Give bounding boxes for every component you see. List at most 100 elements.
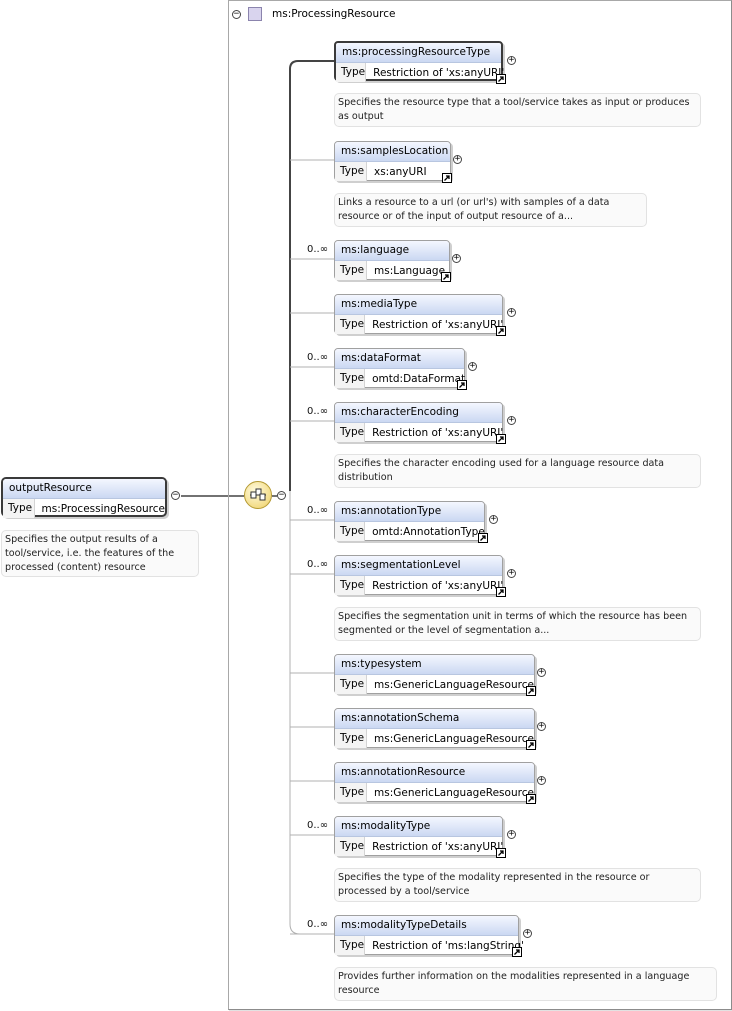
element-name: ms:annotationType: [335, 502, 484, 522]
type-label: Type: [3, 499, 35, 518]
type-label: Type: [335, 936, 366, 955]
expand-icon[interactable]: [507, 569, 516, 578]
sequence-compositor-icon[interactable]: [244, 481, 272, 509]
element-name: ms:characterEncoding: [335, 403, 502, 423]
collapse-sequence-icon[interactable]: [277, 491, 286, 500]
expand-icon[interactable]: [537, 776, 546, 785]
element-name: ms:samplesLocation: [335, 142, 450, 162]
element-type: Type Restriction of 'xs:anyURI': [335, 315, 504, 334]
type-value: omtd:DataFormat: [372, 372, 466, 385]
root-doc: Specifies the output results of a tool/s…: [1, 530, 199, 577]
type-value: Restriction of 'xs:anyURI': [372, 318, 504, 331]
element-doc: Provides further information on the moda…: [334, 967, 717, 1001]
expand-icon[interactable]: [489, 515, 498, 524]
element-name: ms:dataFormat: [335, 349, 464, 369]
multiplicity: 0..∞: [307, 559, 329, 570]
group-header: ms:ProcessingResource: [232, 7, 395, 21]
element-box[interactable]: ms:annotationSchema Type ms:GenericLangua…: [334, 708, 535, 748]
arrow-link-icon[interactable]: [496, 326, 506, 336]
expand-icon[interactable]: [523, 929, 532, 938]
element-box[interactable]: ms:dataFormat Type omtd:DataFormat: [334, 348, 465, 388]
type-value: omtd:AnnotationType: [372, 525, 485, 538]
arrow-link-icon[interactable]: [512, 947, 522, 957]
type-label: Type: [335, 423, 366, 442]
element-type: Type Restriction of 'ms:langString': [335, 936, 524, 955]
expand-icon[interactable]: [452, 254, 461, 263]
type-label: Type: [335, 729, 367, 748]
element-type: Type xs:anyURI: [335, 162, 450, 181]
expand-icon[interactable]: [468, 362, 477, 371]
arrow-link-icon[interactable]: [526, 686, 536, 696]
expand-icon[interactable]: [507, 830, 516, 839]
element-name: ms:mediaType: [335, 295, 502, 315]
complex-type-icon: [248, 7, 262, 21]
multiplicity: 0..∞: [307, 820, 329, 831]
arrow-link-icon[interactable]: [496, 74, 506, 84]
element-type: Type ms:GenericLanguageResource: [335, 729, 534, 748]
arrow-link-icon[interactable]: [478, 533, 488, 543]
expand-icon[interactable]: [507, 308, 516, 317]
arrow-link-icon[interactable]: [526, 794, 536, 804]
element-name: ms:language: [335, 241, 449, 261]
type-value: xs:anyURI: [374, 165, 427, 178]
expand-icon[interactable]: [453, 155, 462, 164]
element-doc: Specifies the character encoding used fo…: [334, 454, 701, 488]
type-value: Restriction of 'xs:anyURI': [373, 66, 505, 79]
element-name: ms:modalityType: [335, 817, 502, 837]
type-value: ms:GenericLanguageResource: [374, 786, 534, 799]
arrow-link-icon[interactable]: [496, 434, 506, 444]
multiplicity: 0..∞: [307, 505, 329, 516]
multiplicity: 0..∞: [307, 406, 329, 417]
element-box[interactable]: ms:samplesLocation Type xs:anyURI: [334, 141, 451, 181]
expand-icon[interactable]: [537, 722, 546, 731]
root-element-name: outputResource: [3, 479, 165, 499]
type-value: ms:ProcessingResource: [41, 502, 165, 515]
element-name: ms:annotationSchema: [335, 709, 534, 729]
element-box[interactable]: ms:annotationType Type omtd:AnnotationTyp…: [334, 501, 485, 541]
arrow-link-icon[interactable]: [496, 848, 506, 858]
element-box[interactable]: ms:mediaType Type Restriction of 'xs:anyU…: [334, 294, 503, 334]
element-doc: Links a resource to a url (or url's) wit…: [334, 193, 647, 227]
arrow-link-icon[interactable]: [442, 173, 452, 183]
expand-icon[interactable]: [537, 668, 546, 677]
type-label: Type: [336, 63, 367, 82]
type-value: Restriction of 'ms:langString': [372, 939, 524, 952]
type-label: Type: [335, 522, 366, 541]
collapse-root-icon[interactable]: [171, 491, 180, 500]
expand-icon[interactable]: [507, 416, 516, 425]
multiplicity: 0..∞: [307, 352, 329, 363]
element-doc: Specifies the type of the modality repre…: [334, 868, 701, 902]
type-value: ms:Language: [374, 264, 446, 277]
type-value: ms:GenericLanguageResource: [374, 732, 534, 745]
expand-icon[interactable]: [507, 56, 516, 65]
type-label: Type: [335, 576, 366, 595]
type-label: Type: [335, 783, 367, 802]
type-label: Type: [335, 369, 366, 388]
arrow-link-icon[interactable]: [457, 380, 467, 390]
type-label: Type: [335, 315, 366, 334]
collapse-group-icon[interactable]: [232, 9, 241, 19]
arrow-link-icon[interactable]: [496, 587, 506, 597]
arrow-link-icon[interactable]: [526, 740, 536, 750]
root-element[interactable]: outputResource Type ms:ProcessingResourc…: [1, 477, 167, 518]
type-label: Type: [335, 162, 367, 181]
element-type: Type Restriction of 'xs:anyURI': [336, 63, 505, 82]
type-label: Type: [335, 837, 366, 856]
element-name: ms:segmentationLevel: [335, 556, 502, 576]
type-value: ms:GenericLanguageResource: [374, 678, 534, 691]
group-title: ms:ProcessingResource: [272, 8, 396, 20]
arrow-link-icon[interactable]: [441, 272, 451, 282]
